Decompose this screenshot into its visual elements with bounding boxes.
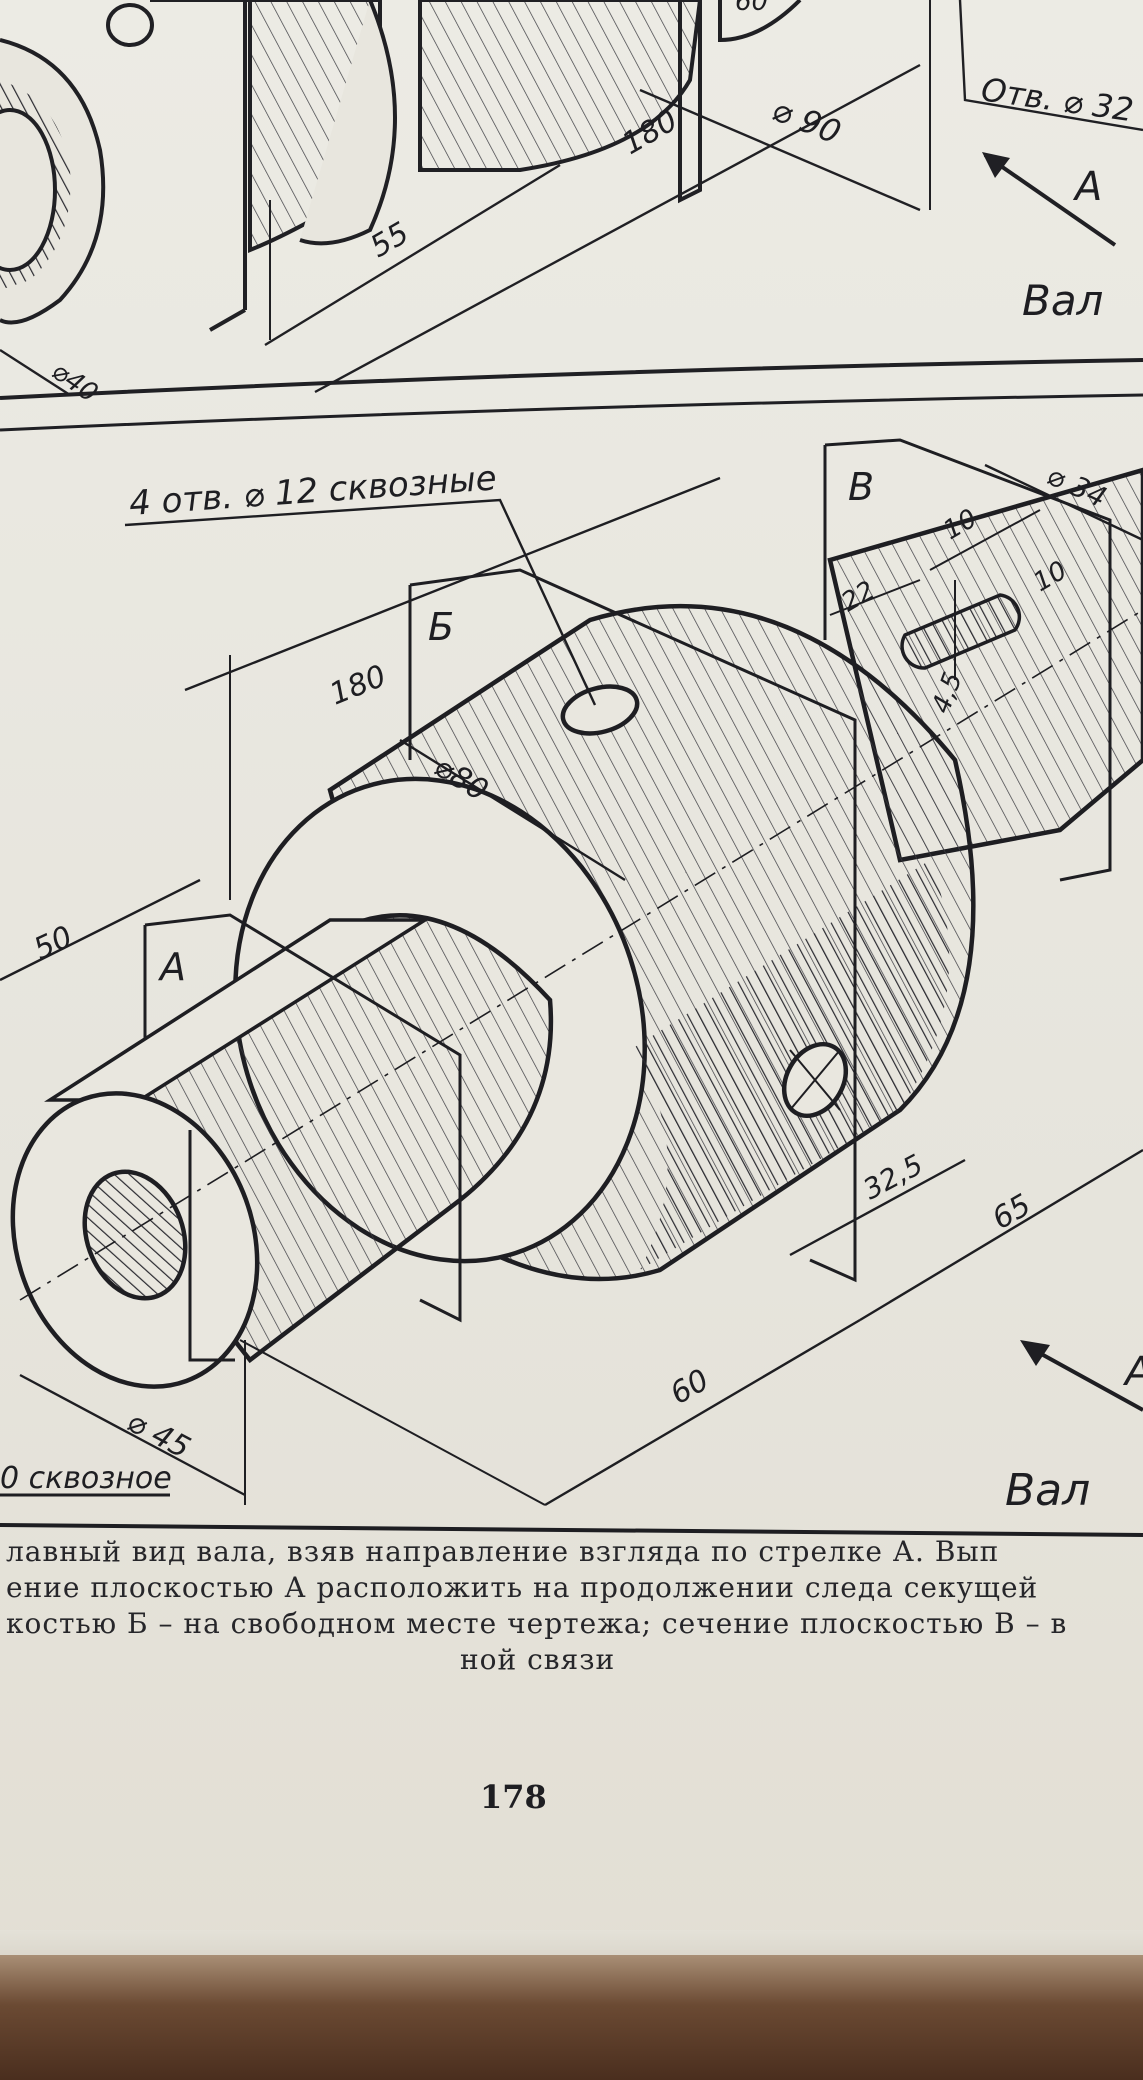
caption-line-2: ение плоскостью А расположить на продолж… [6,1571,1039,1604]
exercise-text: лавный вид вала, взяв направление взгляд… [0,1534,1143,1678]
dim-65-line [859,1148,1143,1322]
dim-10-line [929,509,1041,571]
engineering-drawing: 55 180 ⌀ 90 ⌀40 60 Отв. ⌀ 32 A Вал [0,0,1143,1537]
wooden-table [0,1955,1143,2080]
top-arrow-a [983,153,1117,247]
plane-b-label: Б [428,605,454,649]
top-hole-note: Отв. ⌀ 32 [979,70,1136,129]
main-arrow-label: A [1122,1349,1143,1395]
dim-180: 180 [325,659,391,713]
dim-50-line [0,878,201,982]
hole-note: 4 отв. ⌀ 12 сквозные [128,458,498,524]
dim-60: 60 [665,1363,716,1412]
top-disc [299,0,397,246]
dim-180-line [184,476,721,692]
main-shaft-figure [0,438,1143,1537]
page-number: 178 [480,1778,547,1816]
top-dim-partial: 60 [735,0,768,17]
plane-v-plate [824,438,1112,882]
dim-65: 65 [987,1188,1038,1237]
plane-b-plate [409,568,857,1283]
top-arrow-label: A [1072,164,1102,210]
dim-60-line [544,1318,861,1507]
main-title: Вал [1005,1465,1090,1516]
dim-22-line [829,579,921,616]
top-separator [0,358,1143,400]
dim-d45: ⌀ 45 [121,1404,196,1466]
top-hole-12 [560,684,640,736]
top-shaft-figure [0,0,1143,432]
dim-32-5: 32,5 [858,1148,929,1206]
top-dim-d40: ⌀40 [46,356,103,409]
dim-d45-line [19,1373,246,1497]
front-bore [82,1169,188,1301]
keyway-slot [900,593,1022,670]
main-separator [0,1523,1143,1537]
plane-v-label: В [848,465,874,509]
dim-d34-line [984,463,1143,542]
dim-32-5-line [789,1158,966,1257]
plane-a-label: А [157,945,186,989]
top-big-cylinder [418,0,703,172]
caption-line-3: костью Б – на свободном месте чертежа; с… [6,1607,1068,1640]
top-plate [209,0,247,332]
hole-note-leader [124,498,597,706]
top-right-plate [678,0,702,204]
caption-line-4: ной связи [460,1643,616,1676]
dim-d80-line [399,738,626,882]
top-dim-180-line [314,63,921,394]
top-note-frame [958,0,1143,132]
top-hole [106,3,154,47]
caption-line-1: лавный вид вала, взяв направление взгляд… [6,1535,1000,1568]
top-dim-55-line [264,163,561,347]
top-title: Вал [1022,276,1103,325]
dim-50: 50 [29,919,78,967]
plane-a-plate [144,913,462,1323]
top-dim-d90-line [639,88,921,212]
top-bore [0,108,57,272]
main-arrow-a [1024,1343,1143,1412]
through-note: 0 сквозное [0,1461,172,1496]
